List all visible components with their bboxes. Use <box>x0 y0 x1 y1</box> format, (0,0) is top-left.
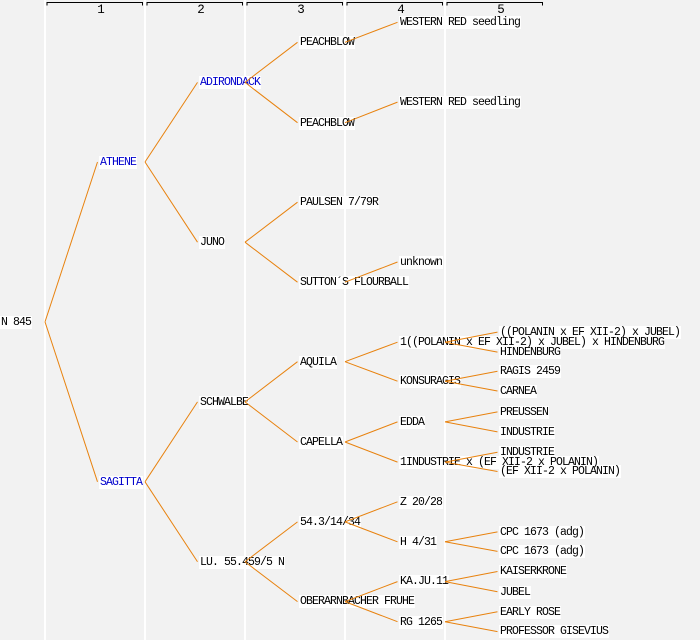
svg-text:4: 4 <box>397 3 405 17</box>
svg-text:1: 1 <box>97 3 105 17</box>
svg-text:2: 2 <box>197 3 205 17</box>
svg-text:5: 5 <box>497 3 505 17</box>
svg-text:3: 3 <box>297 3 305 17</box>
